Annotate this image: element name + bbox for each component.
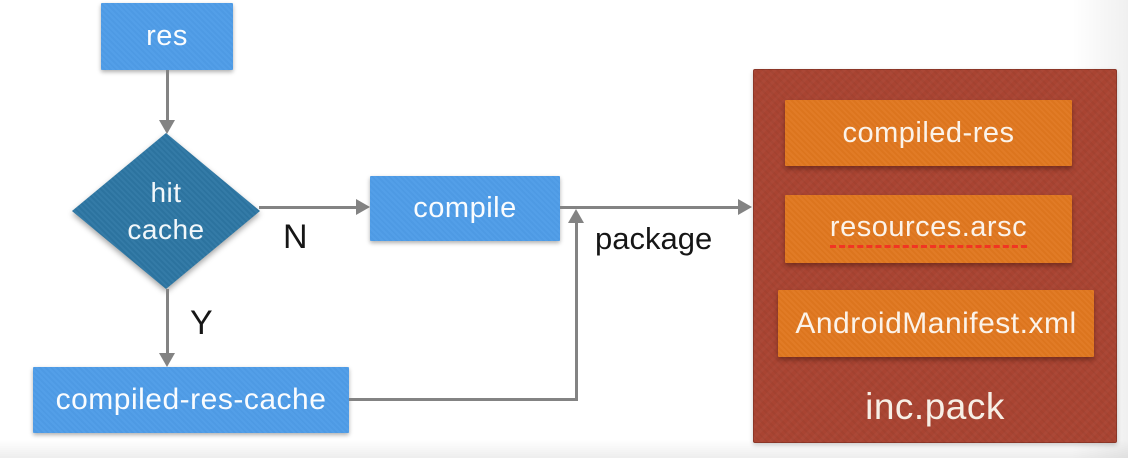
arrow-line [560,206,739,209]
package-item-label: resources.arsc [829,211,1028,248]
arrow-line [166,70,169,121]
node-compile: compile [370,176,560,241]
package-item-label: AndroidManifest.xml [795,306,1077,340]
connector-line-vertical [575,222,578,401]
arrowhead-right-icon [356,199,370,215]
package-item-android-manifest: AndroidManifest.xml [778,290,1094,357]
decision-label-line2: cache [127,214,205,245]
arrow-line [259,206,358,209]
arrowhead-down-icon [159,353,175,367]
edge-label-package: package [595,221,713,256]
package-item-label: compiled-res [842,116,1015,149]
arrowhead-down-icon [159,120,175,134]
package-caption: inc.pack [865,386,1005,427]
arrowhead-right-icon [738,199,752,215]
node-res: res [101,3,233,70]
arrow-line [166,289,169,354]
branch-label-no: N [283,218,308,256]
decision-label-line1: hit [150,177,182,208]
node-cache-label: compiled-res-cache [55,383,327,416]
package-item-compiled-res: compiled-res [785,100,1072,166]
arrowhead-up-icon [568,209,584,223]
connector-line-horizontal [349,398,578,401]
branch-label-yes: Y [190,304,213,342]
node-hit-cache-decision: hit cache [72,133,260,289]
node-res-label: res [146,20,188,52]
package-container-inc-pack: compiled-res resources.arsc AndroidManif… [753,69,1117,443]
decision-diamond-shape: hit cache [72,133,260,289]
node-compiled-res-cache: compiled-res-cache [33,367,349,433]
package-item-resources-arsc: resources.arsc [785,195,1072,263]
node-compile-label: compile [413,192,517,224]
